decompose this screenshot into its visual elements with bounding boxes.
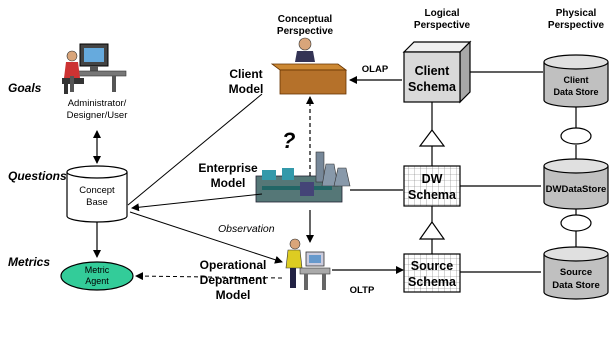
svg-text:Client: Client	[415, 64, 451, 78]
svg-text:Administrator/: Administrator/	[68, 98, 127, 109]
physical-connectors	[560, 107, 592, 247]
svg-text:Model: Model	[216, 288, 251, 302]
question-mark: ?	[282, 128, 295, 153]
svg-text:DWDataStore: DWDataStore	[546, 184, 607, 195]
svg-text:Source: Source	[411, 259, 453, 273]
svg-text:Schema: Schema	[408, 188, 457, 202]
client-schema-box: Client Schema	[402, 40, 472, 104]
svg-text:Enterprise: Enterprise	[198, 161, 258, 175]
goals-label: Goals	[8, 81, 42, 95]
administrator-workstation-icon	[62, 43, 127, 94]
olap-label: OLAP	[362, 64, 389, 75]
svg-text:Source: Source	[560, 267, 592, 278]
source-dw-ellipse	[560, 214, 592, 232]
concept-base-client-model-link	[127, 93, 263, 206]
svg-text:Operational: Operational	[200, 258, 267, 272]
oltp-label: OLTP	[350, 285, 375, 296]
metric-agent-node: Metric Agent	[60, 261, 134, 291]
dw-schema-box: DW Schema	[403, 165, 461, 207]
source-data-store-cylinder: Source Data Store	[543, 246, 609, 300]
svg-text:Department: Department	[200, 273, 267, 287]
svg-text:Agent: Agent	[85, 276, 109, 286]
svg-text:Model: Model	[229, 82, 264, 96]
concept-base-label-2: Base	[86, 197, 108, 208]
client-data-store-cylinder: Client Data Store	[543, 54, 609, 108]
actor-label: Administrator/ Designer/User	[67, 98, 128, 121]
svg-text:Conceptual: Conceptual	[278, 14, 333, 25]
physical-perspective-header: Physical Perspective	[548, 8, 605, 31]
svg-text:Metric: Metric	[85, 265, 110, 275]
svg-text:Model: Model	[211, 176, 246, 190]
questions-label: Questions	[8, 169, 67, 183]
operational-concept-base-link	[129, 211, 283, 264]
logical-perspective-header: Logical Perspective	[414, 8, 471, 31]
svg-text:Perspective: Perspective	[277, 26, 334, 37]
dw-client-triangle	[418, 129, 446, 147]
svg-text:Schema: Schema	[408, 80, 457, 94]
source-schema-box: Source Schema	[403, 253, 461, 293]
concept-base-label: Concept	[79, 185, 115, 196]
metrics-label: Metrics	[8, 255, 50, 269]
logical-connectors	[418, 102, 446, 254]
client-model-desk-icon	[270, 37, 348, 95]
source-dw-triangle	[418, 220, 446, 240]
dw-client-ellipse	[560, 127, 592, 145]
client-model-label: Client Model	[229, 67, 264, 96]
svg-text:DW: DW	[422, 172, 443, 186]
observation-label: Observation	[218, 223, 275, 235]
operational-worker-icon	[285, 238, 331, 290]
conceptual-perspective-header: Conceptual Perspective	[277, 14, 334, 37]
enterprise-factory-icon	[255, 151, 351, 203]
svg-text:Perspective: Perspective	[548, 20, 605, 31]
svg-text:Perspective: Perspective	[414, 20, 471, 31]
enterprise-concept-base-link	[131, 193, 263, 212]
operational-metric-agent-link	[135, 272, 283, 281]
svg-text:Client: Client	[229, 67, 262, 81]
svg-text:Data Store: Data Store	[553, 87, 598, 97]
enterprise-model-label: Enterprise Model	[198, 161, 258, 190]
svg-text:Logical: Logical	[424, 8, 459, 19]
svg-text:Data Store: Data Store	[552, 280, 600, 291]
svg-text:Physical: Physical	[556, 8, 597, 19]
svg-text:Client: Client	[563, 75, 588, 85]
svg-text:Schema: Schema	[408, 275, 457, 289]
concept-base-cylinder: Concept Base	[66, 165, 128, 223]
operational-model-label: Operational Department Model	[200, 258, 267, 302]
svg-text:Designer/User: Designer/User	[67, 110, 128, 121]
dw-data-store-cylinder: DWDataStore	[543, 158, 609, 210]
